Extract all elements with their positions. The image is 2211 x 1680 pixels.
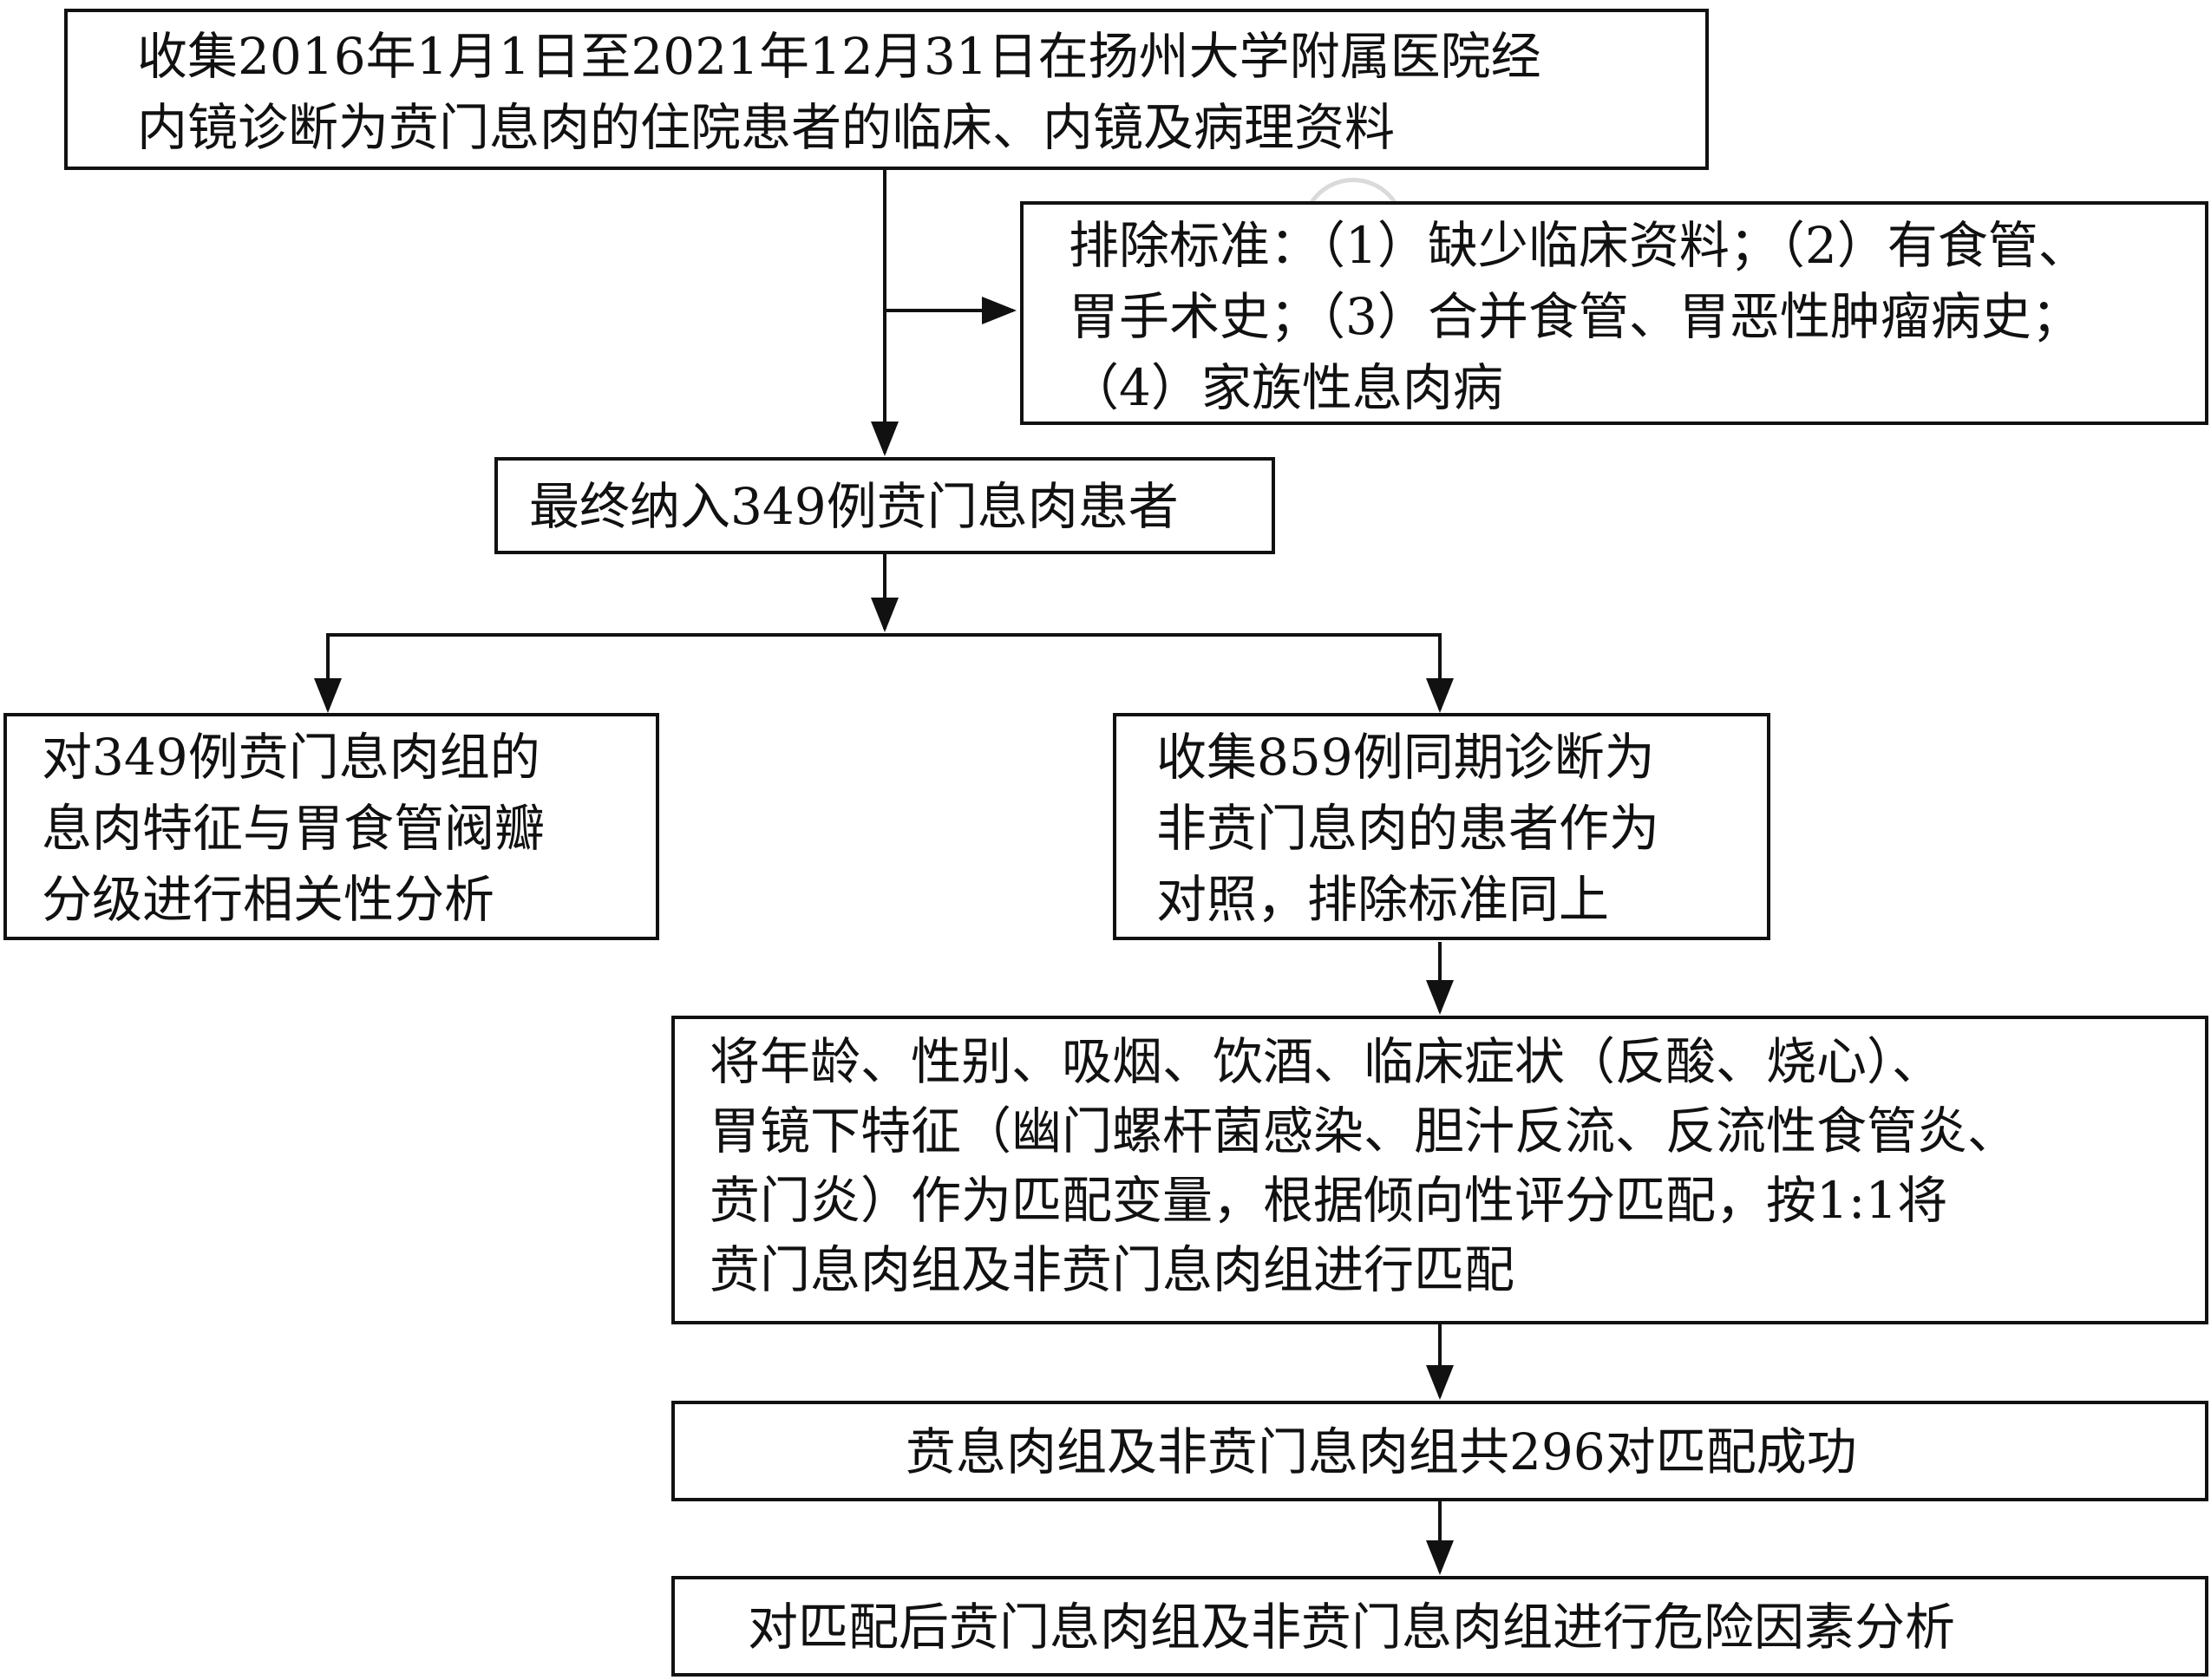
analysis-line-1: 对匹配后贲门息肉组及非贲门息肉组进行危险因素分析 — [748, 1598, 1956, 1657]
exclusion-line-1: 排除标准：（1）缺少临床资料；（2）有食管、 — [1069, 216, 2089, 275]
matched-line-1: 贲息肉组及非贲门息肉组共296对匹配成功 — [906, 1422, 1857, 1481]
right-branch-line-2: 非贲门息肉的患者作为 — [1156, 799, 1660, 858]
exclusion-criteria-box: 排除标准：（1）缺少临床资料；（2）有食管、 胃手术史；（3）合并食管、胃恶性肿… — [1020, 201, 2208, 425]
exclusion-line-2: 胃手术史；（3）合并食管、胃恶性肿瘤病史； — [1069, 287, 2082, 346]
matched-pairs-box: 贲息肉组及非贲门息肉组共296对匹配成功 — [671, 1401, 2208, 1501]
propensity-matching-box: 将年龄、性别、吸烟、饮酒、临床症状（反酸、烧心）、 胃镜下特征（幽门螺杆菌感染、… — [671, 1016, 2208, 1324]
left-branch-line-3: 分级进行相关性分析 — [42, 870, 495, 929]
step1-line-2: 内镜诊断为贲门息肉的住院患者的临床、内镜及病理资料 — [137, 98, 1396, 157]
left-branch-line-2: 息肉特征与胃食管阀瓣 — [42, 799, 546, 858]
matching-line-2: 胃镜下特征（幽门螺杆菌感染、胆汁反流、反流性食管炎、 — [710, 1101, 2018, 1160]
left-correlation-analysis-box: 对349例贲门息肉组的 息肉特征与胃食管阀瓣 分级进行相关性分析 — [3, 713, 659, 940]
step2-inclusion-box: 最终纳入349例贲门息肉患者 — [494, 457, 1275, 554]
risk-factor-analysis-box: 对匹配后贲门息肉组及非贲门息肉组进行危险因素分析 — [671, 1576, 2208, 1677]
step1-collection-box: 收集2016年1月1日至2021年12月31日在扬州大学附属医院经 内镜诊断为贲… — [64, 9, 1709, 170]
left-branch-line-1: 对349例贲门息肉组的 — [42, 728, 540, 787]
step2-line-1: 最终纳入349例贲门息肉患者 — [529, 477, 1179, 536]
matching-line-3: 贲门炎）作为匹配变量，根据倾向性评分匹配，按1:1将 — [710, 1171, 1948, 1230]
matching-line-1: 将年龄、性别、吸烟、饮酒、临床症状（反酸、烧心）、 — [710, 1032, 1943, 1091]
right-control-group-box: 收集859例同期诊断为 非贲门息肉的患者作为 对照，排除标准同上 — [1113, 713, 1770, 940]
step1-line-1: 收集2016年1月1日至2021年12月31日在扬州大学附属医院经 — [137, 27, 1541, 86]
exclusion-line-3: （4）家族性息肉病 — [1069, 358, 1503, 417]
right-branch-line-3: 对照，排除标准同上 — [1156, 870, 1610, 929]
right-branch-line-1: 收集859例同期诊断为 — [1156, 728, 1655, 787]
matching-line-4: 贲门息肉组及非贲门息肉组进行匹配 — [710, 1240, 1515, 1299]
